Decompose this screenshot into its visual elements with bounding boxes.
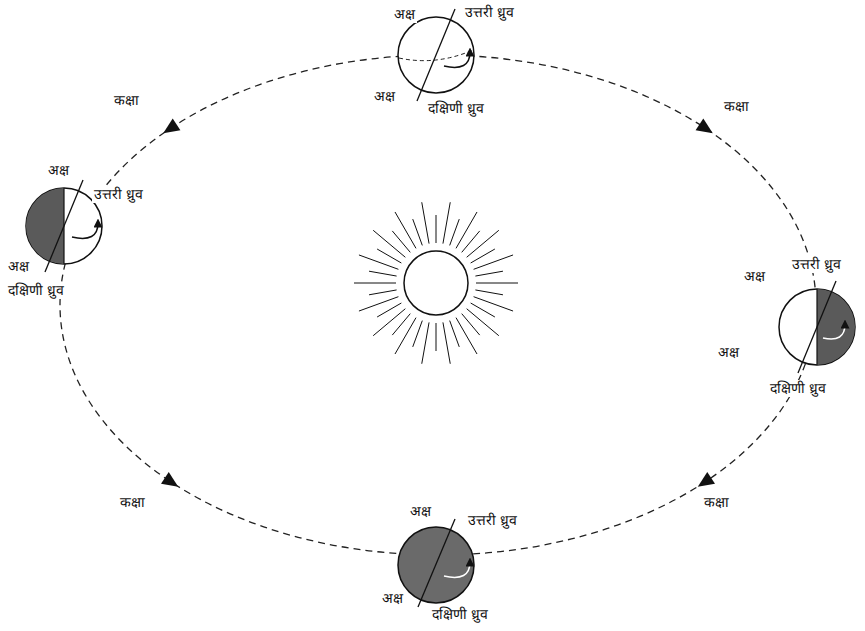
orbit-arrowhead (159, 119, 180, 140)
north-pole-label: उत्तरी ध्रुव (92, 186, 145, 203)
sun-ray (450, 321, 460, 347)
sun-ray (467, 230, 499, 257)
orbit-arrowhead (161, 472, 182, 493)
south-pole-label: दक्षिणी ध्रुव (426, 100, 486, 117)
sun-symbol (354, 202, 518, 364)
south-pole-label: दक्षिणी ध्रुव (6, 282, 66, 299)
axis-label: अक्ष (6, 258, 31, 275)
sun-ray (359, 297, 398, 311)
sun-ray (354, 283, 396, 284)
north-pole-label: उत्तरी ध्रुव (790, 256, 843, 273)
sun-ray (450, 219, 460, 245)
orbit-arrowhead (696, 119, 717, 140)
axis-label: अक्ष (380, 590, 405, 607)
sun-ray (436, 215, 437, 243)
sun-ray (395, 212, 416, 248)
axis-label: अक्ष (742, 268, 767, 285)
sun-ray (413, 321, 423, 347)
orbit-label: कक्षा (722, 98, 751, 115)
sun-ray (413, 219, 423, 245)
axis-label: अक्ष (372, 88, 397, 105)
earth-right (779, 281, 855, 373)
sun-ray (475, 290, 503, 295)
south-pole-label: दक्षिणी ध्रुव (768, 380, 828, 397)
sun-ray (456, 318, 477, 354)
sun-ray (377, 303, 401, 317)
sun-ray (475, 271, 503, 276)
orbit-arrows (159, 119, 716, 493)
sun-ray (369, 271, 397, 276)
sun-ray (422, 322, 429, 363)
sun-ray (443, 322, 450, 363)
sun-ray (474, 255, 513, 269)
earth-top (398, 9, 474, 101)
earth-left (26, 180, 102, 272)
sun-ray (422, 202, 429, 243)
orbit-arrowhead (694, 472, 715, 493)
north-pole-label: उत्तरी ध्रुव (463, 4, 516, 21)
south-pole-label: दक्षिणी ध्रुव (430, 606, 490, 623)
orbit-label: कक्षा (118, 494, 147, 511)
sun-ray (373, 309, 405, 336)
axis-label: अक्ष (46, 162, 71, 179)
earth-bottom (398, 519, 474, 607)
orbit-path (60, 55, 816, 555)
axis-label: अक्ष (408, 503, 433, 520)
sun-ray (474, 297, 513, 311)
sun-ray (456, 212, 477, 248)
sun-ray (369, 290, 397, 295)
orbit-label: कक्षा (702, 494, 731, 511)
orbit-label: कक्षा (112, 92, 141, 109)
sun-ray (395, 318, 416, 354)
sun-ray (476, 283, 518, 284)
north-pole-label: उत्तरी ध्रुव (466, 512, 519, 529)
sun-ray (471, 249, 495, 263)
axis-label: अक्ष (716, 344, 741, 361)
sun-ray (467, 309, 499, 336)
sun-ray (443, 202, 450, 243)
axis-label: अक्ष (392, 6, 417, 23)
sun-ray (373, 230, 405, 257)
sun-ray (436, 323, 437, 351)
sun-ray (359, 255, 398, 269)
